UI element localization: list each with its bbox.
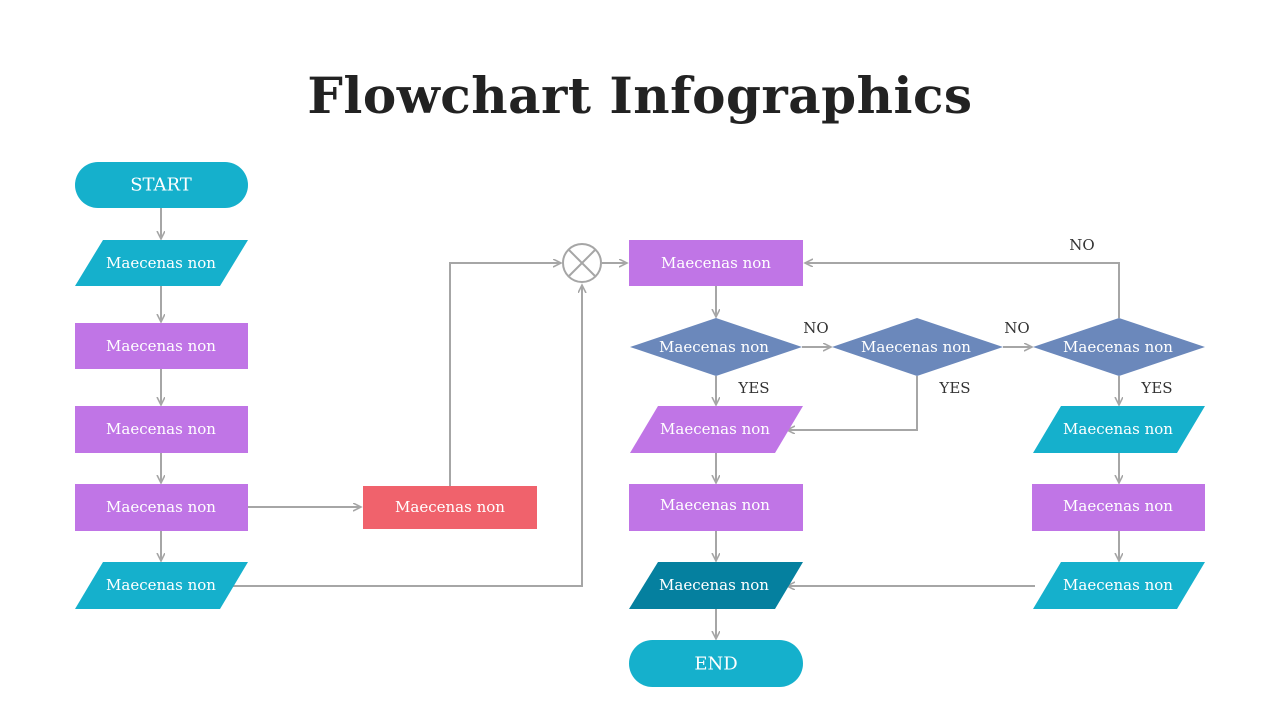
right-input-node-1-label: Maecenas non	[1063, 420, 1173, 438]
middle-process-node-label: Maecenas non	[395, 498, 505, 516]
left-process-node-3-label: Maecenas non	[106, 420, 216, 438]
left-process-node-2: Maecenas non	[75, 323, 248, 369]
left-input-node-1: Maecenas non	[75, 240, 248, 286]
decision-node-3: Maecenas non	[1033, 318, 1205, 376]
connector-d2-c2	[788, 376, 918, 430]
right-input-node-1: Maecenas non	[1033, 406, 1205, 453]
left-input-node-1-label: Maecenas non	[106, 254, 216, 272]
left-input-node-5: Maecenas non	[75, 562, 248, 609]
center-input-node-2: Maecenas non	[630, 406, 803, 453]
decision-node-2: Maecenas non	[832, 318, 1003, 376]
center-process-node-1: Maecenas non	[629, 240, 803, 286]
edge-label-yes-2: YES	[938, 379, 970, 397]
right-input-node-3: Maecenas non	[1033, 562, 1205, 609]
right-process-node-2-label: Maecenas non	[1063, 497, 1173, 515]
left-process-node-3: Maecenas non	[75, 406, 248, 453]
decision-node-2-label: Maecenas non	[861, 338, 971, 356]
edge-label-yes-1: YES	[737, 379, 769, 397]
connectors	[161, 208, 1119, 638]
end-node-label: END	[694, 654, 737, 675]
edge-label-yes-3: YES	[1140, 379, 1172, 397]
right-input-node-3-label: Maecenas non	[1063, 576, 1173, 594]
connector-mid-junction	[449, 263, 560, 486]
connector-l5-junction	[230, 286, 582, 587]
center-process-node-3-label: Maecenas non	[660, 496, 770, 514]
middle-process-node: Maecenas non	[363, 486, 537, 529]
center-process-node-3: Maecenas non	[629, 484, 803, 531]
center-input-node-2-label: Maecenas non	[660, 420, 770, 438]
edge-label-no-1: NO	[803, 319, 828, 337]
edge-label-no-top: NO	[1069, 236, 1094, 254]
connector-d3-c1	[806, 263, 1120, 318]
start-node: START	[75, 162, 248, 208]
junction-circle-icon	[562, 243, 602, 283]
start-node-label: START	[130, 175, 192, 196]
decision-node-1: Maecenas non	[630, 318, 802, 376]
left-process-node-4: Maecenas non	[75, 484, 248, 531]
end-node: END	[629, 640, 803, 687]
decision-node-3-label: Maecenas non	[1063, 338, 1173, 356]
left-process-node-4-label: Maecenas non	[106, 498, 216, 516]
right-process-node-2: Maecenas non	[1032, 484, 1205, 531]
page-title: Flowchart Infographics	[307, 66, 973, 125]
decision-node-1-label: Maecenas non	[659, 338, 769, 356]
left-process-node-2-label: Maecenas non	[106, 337, 216, 355]
center-input-node-4-label: Maecenas non	[659, 576, 769, 594]
left-input-node-5-label: Maecenas non	[106, 576, 216, 594]
center-process-node-1-label: Maecenas non	[661, 254, 771, 272]
center-input-node-4: Maecenas non	[629, 562, 803, 609]
edge-label-no-2: NO	[1004, 319, 1029, 337]
